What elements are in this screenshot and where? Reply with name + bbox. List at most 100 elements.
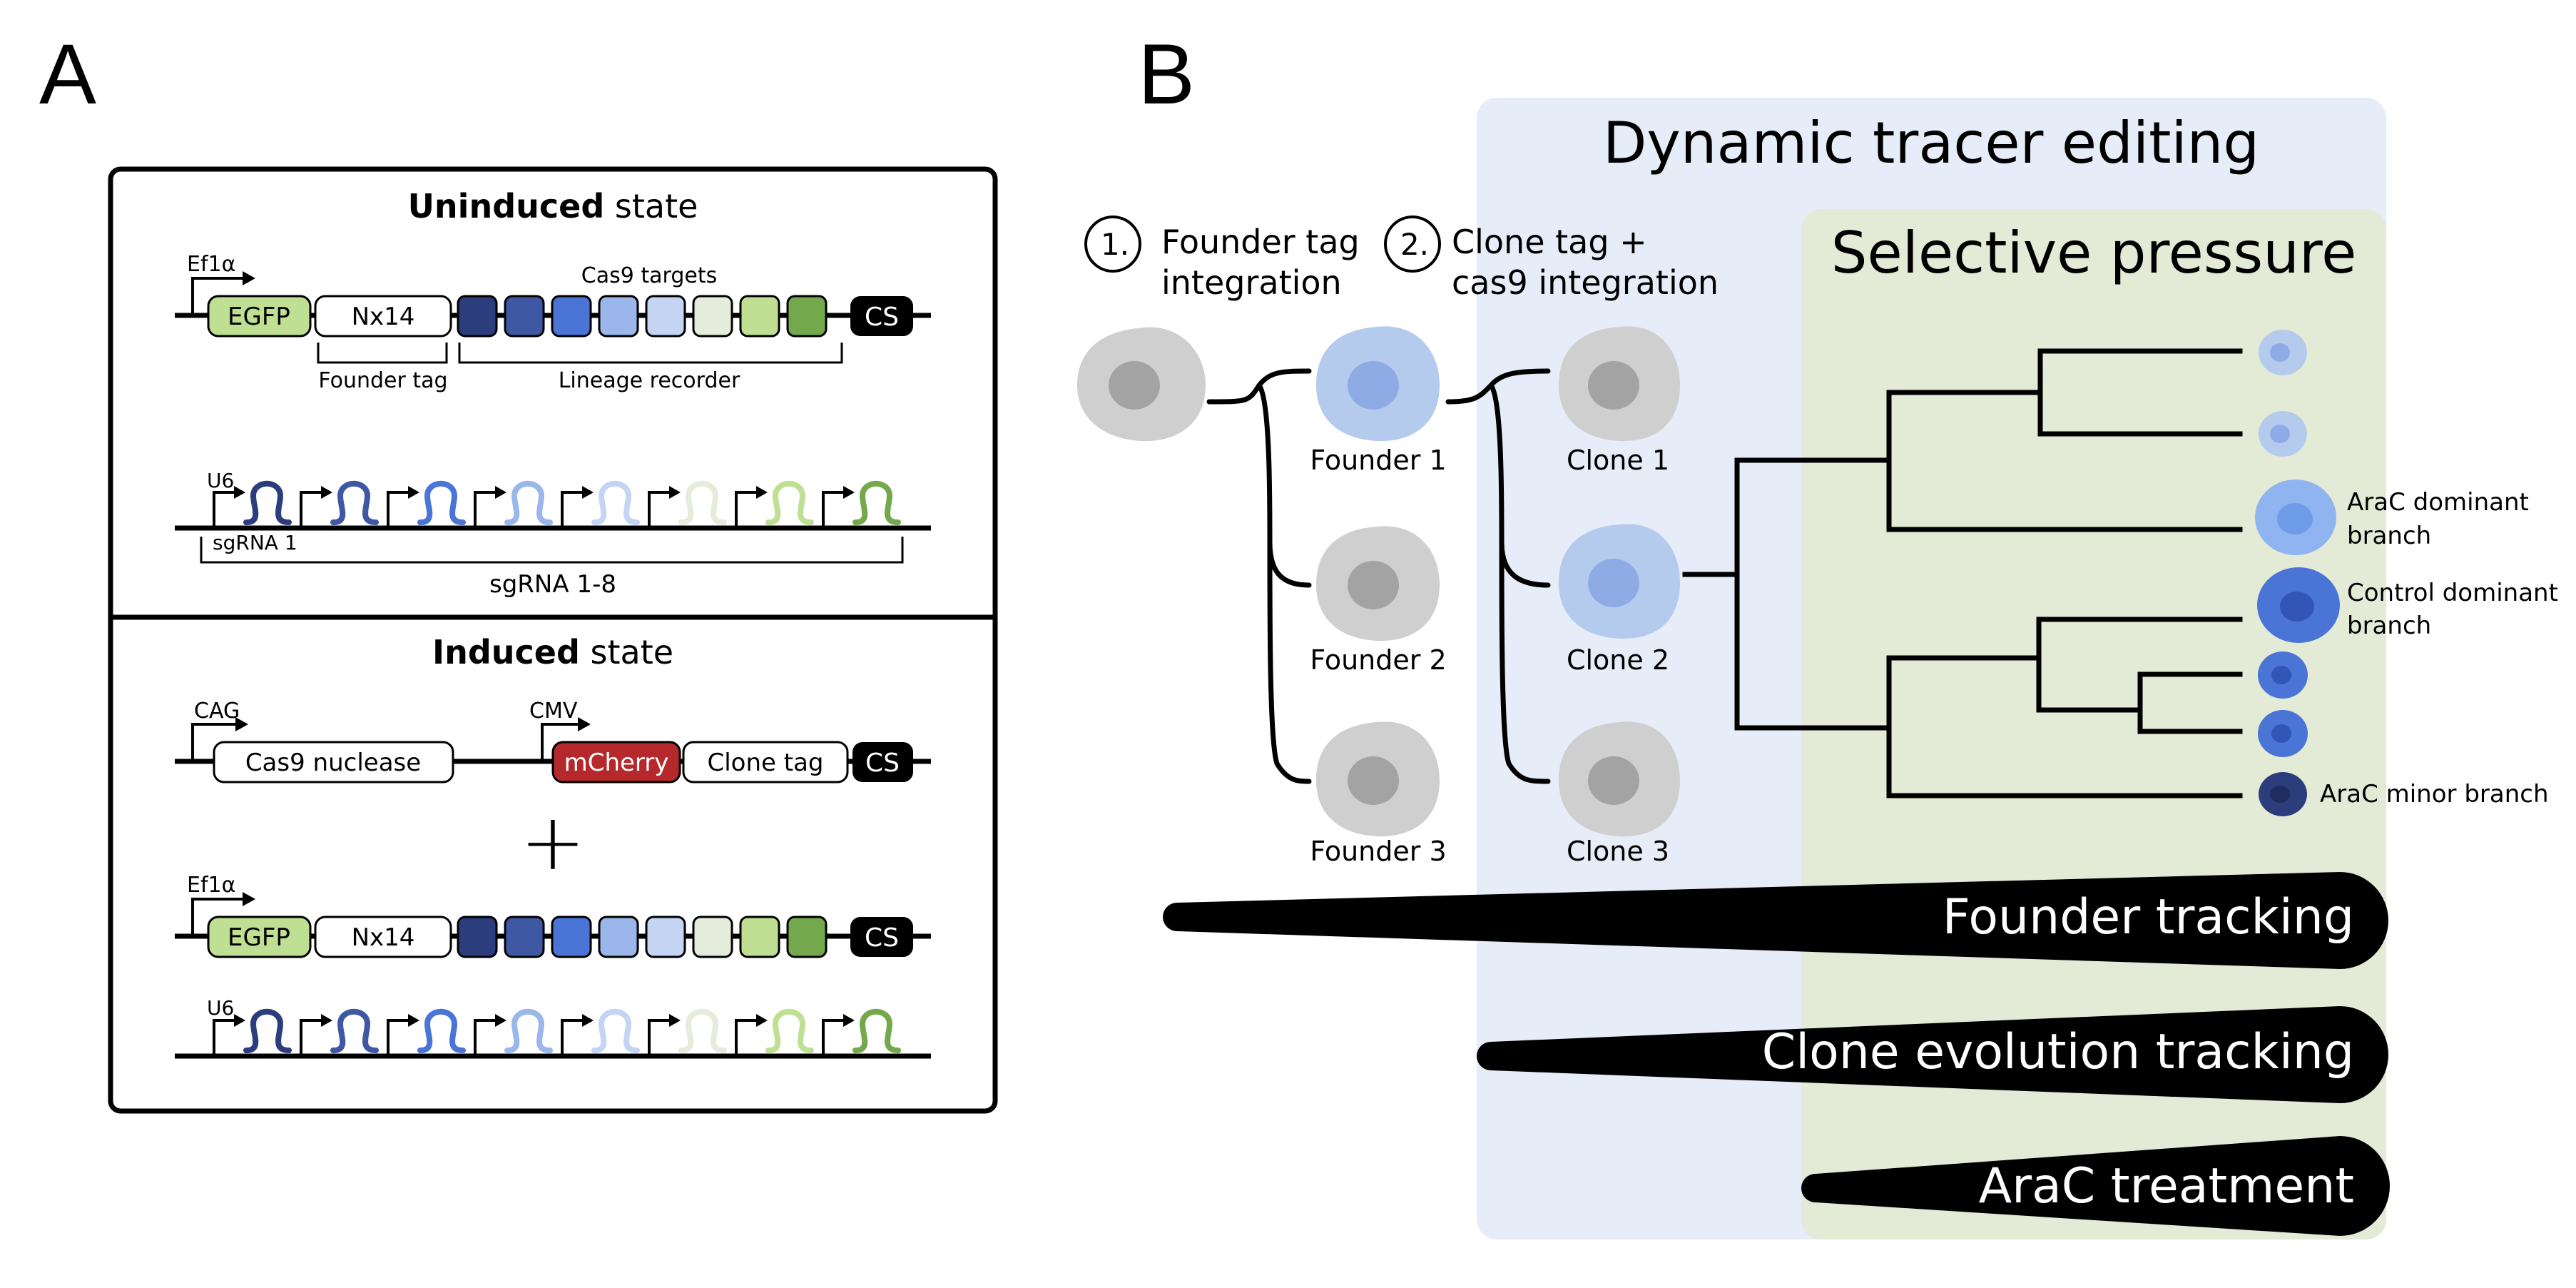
cas9-target-box xyxy=(645,916,686,958)
sgrna-units-2 xyxy=(213,1008,901,1056)
step1-number: 1. xyxy=(1101,227,1129,262)
cas9-target-box xyxy=(598,295,639,338)
sgrna-unit xyxy=(213,480,292,528)
step1-line2: integration xyxy=(1161,263,1342,302)
sgrna-unit xyxy=(474,480,553,528)
ef1a-promoter-label-2: Ef1α xyxy=(187,873,235,898)
panel-a-box xyxy=(108,166,998,1114)
sgrna-unit xyxy=(648,480,727,528)
clone-1-cell xyxy=(1559,326,1680,442)
control-dominant-label-1: Control dominant xyxy=(2347,579,2558,607)
egfp-box xyxy=(207,295,312,338)
cas9-target-box xyxy=(786,295,828,338)
cs-label-2: CS xyxy=(865,923,899,953)
sgrna1-label: sgRNA 1 xyxy=(213,531,297,554)
cas9-box xyxy=(213,741,454,784)
plus-sign: + xyxy=(520,796,586,888)
arac-minor-label: AraC minor branch xyxy=(2320,780,2549,808)
control-dominant-label-2: branch xyxy=(2347,612,2431,640)
induced-title: Induced state xyxy=(432,633,673,671)
cas9-target-box xyxy=(645,295,686,338)
cas9-target-box xyxy=(457,916,498,958)
selective-pressure-title: Selective pressure xyxy=(1831,220,2357,286)
step2-line1: Clone tag + xyxy=(1452,223,1647,261)
founder-3-cell xyxy=(1316,721,1440,837)
cas9-target-boxes xyxy=(457,295,828,338)
nx14-label-2: Nx14 xyxy=(352,923,415,952)
phylogenetic-tree xyxy=(1682,348,2243,798)
step2-line2: cas9 integration xyxy=(1452,263,1719,302)
cas9-label: Cas9 nuclease xyxy=(245,749,421,777)
arac-dominant-label-2: branch xyxy=(2347,522,2431,550)
cas9-target-box xyxy=(551,295,592,338)
cs-label-induced: CS xyxy=(865,749,900,778)
clone-tag-box xyxy=(682,741,849,784)
cag-promoter-label: CAG xyxy=(194,699,240,724)
founder-1-cell xyxy=(1316,326,1440,442)
cmv-promoter-label: CMV xyxy=(529,699,578,724)
sgrna-unit xyxy=(735,1008,814,1056)
sgrna-array-uninduced: U6 sgRNA 1 sgRNA 1-8 xyxy=(175,469,931,599)
sgrna-unit xyxy=(822,1008,901,1056)
clone-2-label: Clone 2 xyxy=(1567,644,1669,676)
leaf-cell-arac-dominant xyxy=(2255,480,2336,555)
cs-box xyxy=(850,296,913,336)
founder-tag-label: Founder tag xyxy=(318,368,447,393)
cas9-target-box xyxy=(739,916,780,958)
induced-cas9-construct: CAG Cas9 nuclease CMV mCherry Clone tag … xyxy=(175,699,931,784)
cas9-target-box xyxy=(692,916,733,958)
clone-3-label: Clone 3 xyxy=(1567,836,1669,867)
clone-tag-label: Clone tag xyxy=(707,749,823,777)
cas9-target-box xyxy=(739,295,780,338)
sgrna-unit xyxy=(822,480,901,528)
sgrna-unit xyxy=(213,1008,292,1056)
cs-box-induced xyxy=(852,742,913,782)
sgrna-unit xyxy=(648,1008,727,1056)
founder-2-label: Founder 2 xyxy=(1310,644,1446,676)
panel-a-label: A xyxy=(39,26,96,122)
ef1a-promoter-label: Ef1α xyxy=(187,252,235,277)
dynamic-editing-title: Dynamic tracer editing xyxy=(1603,110,2259,176)
leaf-cell-2 xyxy=(2259,411,2307,457)
leaf-cell-1 xyxy=(2259,330,2307,375)
step2-number: 2. xyxy=(1400,227,1429,262)
arac-treatment-label: AraC treatment xyxy=(1979,1158,2354,1215)
sgrna-unit xyxy=(561,1008,640,1056)
sgrna-unit xyxy=(474,1008,553,1056)
sgrna-unit xyxy=(300,480,379,528)
sgrna-unit xyxy=(561,480,640,528)
arac-treatment-bar: AraC treatment xyxy=(1801,1136,2390,1236)
cas9-targets-label: Cas9 targets xyxy=(581,263,717,288)
uninduced-title: Uninduced state xyxy=(408,187,698,225)
cas9-target-box xyxy=(457,295,498,338)
step1-marker xyxy=(1084,215,1141,273)
u6-label: U6 xyxy=(207,469,234,492)
parent-cell xyxy=(1077,327,1206,442)
panel-b-label: B xyxy=(1138,26,1195,122)
cas9-target-boxes-2 xyxy=(457,916,828,958)
leaf-cell-5 xyxy=(2258,651,2308,699)
clone-1-label: Clone 1 xyxy=(1567,445,1669,476)
step2-marker xyxy=(1384,215,1441,273)
sgrna-unit xyxy=(735,480,814,528)
cas9-target-box xyxy=(504,295,545,338)
mcherry-label: mCherry xyxy=(564,749,669,777)
sgrna-unit xyxy=(387,1008,466,1056)
clone-brace xyxy=(1445,368,1551,784)
nx14-label: Nx14 xyxy=(352,303,415,331)
cs-label: CS xyxy=(865,303,899,332)
cas9-target-box xyxy=(504,916,545,958)
cas9-target-box xyxy=(551,916,592,958)
cas9-target-box xyxy=(692,295,733,338)
selective-pressure-region xyxy=(1801,209,2386,1239)
leaf-cell-control-dominant xyxy=(2257,567,2340,643)
leaf-cell-6 xyxy=(2258,710,2308,757)
arac-dominant-label-1: AraC dominant xyxy=(2347,488,2529,517)
sgrna-unit xyxy=(387,480,466,528)
leaf-cell-arac-minor xyxy=(2259,772,2307,816)
nx14-box xyxy=(314,295,452,338)
egfp-label: EGFP xyxy=(228,303,290,331)
mcherry-box xyxy=(551,741,681,784)
sgrna-array-induced: U6 xyxy=(175,996,931,1059)
founder-tracking-bar: Founder tracking xyxy=(1163,872,2388,969)
